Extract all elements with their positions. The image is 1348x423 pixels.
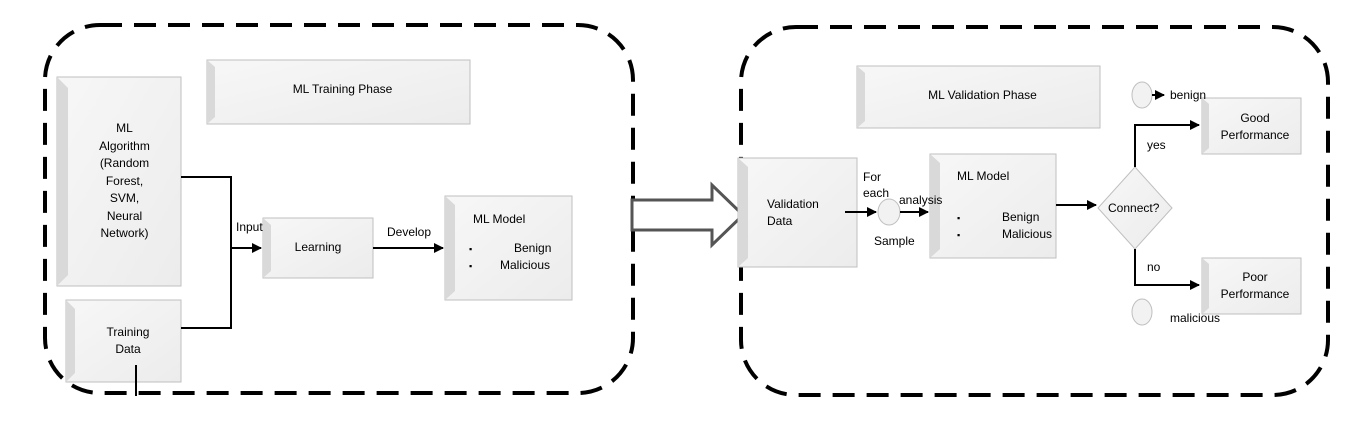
learning-box [262, 217, 374, 279]
validation-model-item-malicious: Malicious [1002, 227, 1053, 241]
algorithm-line: ML [116, 121, 133, 135]
validation-data-line: Validation [767, 197, 819, 211]
yes-arrow [1134, 120, 1200, 167]
for-each-line: each [863, 186, 890, 200]
good-performance-line: Good [1240, 111, 1270, 125]
training-phase-title-box [206, 59, 471, 125]
develop-label: Develop [387, 225, 432, 239]
algorithm-line: Network) [100, 226, 149, 240]
validation-model-bullet-1: ▪ [957, 213, 961, 223]
no-arrow [1134, 249, 1200, 290]
for-each-label: For each [863, 169, 889, 201]
decision-label: Connect? [1108, 201, 1160, 215]
algorithm-line: Neural [106, 208, 143, 223]
good-performance-box [1201, 97, 1302, 155]
benign-node [1131, 81, 1153, 109]
poor-performance-box [1201, 257, 1302, 315]
benign-label: benign [1170, 88, 1207, 102]
validation-data-line: Data [767, 214, 793, 228]
validation-model-item-benign: Benign [1002, 210, 1040, 224]
training-model-item-malicious: Malicious [500, 258, 551, 272]
sample-label: Sample [874, 234, 915, 248]
validation-ml-model-box [929, 153, 1057, 259]
training-data-box [65, 299, 182, 383]
sample-node [877, 198, 901, 226]
ml-algorithm-label: ML Algorithm (Random Forest, SVM, Neural… [68, 120, 181, 243]
learning-label: Learning [294, 240, 342, 254]
good-performance-label: Good Performance [1209, 110, 1301, 144]
input-label: Input [236, 220, 263, 234]
validation-model-bullet-2: ▪ [957, 230, 961, 240]
training-model-title: ML Model [473, 212, 526, 226]
analysis-label: analysis [899, 193, 943, 207]
poor-performance-label: Poor Performance [1209, 269, 1301, 303]
algorithm-line: (Random [99, 156, 150, 170]
poor-performance-line: Poor [1242, 270, 1268, 284]
training-data-line: Training [106, 325, 150, 339]
validation-phase-title: ML Validation Phase [928, 88, 1037, 102]
training-model-bullet-1: ▪ [469, 244, 473, 254]
phase-transition-arrow [630, 181, 746, 249]
training-phase-title: ML Training Phase [292, 82, 393, 96]
malicious-label: malicious [1170, 311, 1221, 325]
training-data-connector [181, 248, 232, 329]
validation-data-label: Validation Data [767, 196, 819, 230]
poor-performance-line: Performance [1220, 287, 1290, 301]
for-each-line: For [863, 170, 881, 184]
good-performance-line: Performance [1220, 128, 1290, 142]
training-model-item-benign: Benign [514, 241, 552, 255]
training-model-bullet-2: ▪ [469, 261, 473, 271]
algorithm-line: SVM, [109, 191, 140, 205]
algorithm-line: Forest, [105, 173, 144, 188]
training-data-line: Data [115, 342, 141, 356]
validation-data-box [737, 157, 858, 268]
no-label: no [1147, 260, 1161, 274]
training-data-label: Training Data [75, 324, 181, 358]
training-ml-model-box [444, 195, 573, 301]
algorithm-connector [181, 176, 232, 248]
malicious-node [1131, 298, 1153, 326]
ml-algorithm-box [56, 76, 182, 287]
algorithm-line: Algorithm [99, 138, 150, 153]
validation-model-title: ML Model [957, 169, 1010, 183]
yes-label: yes [1147, 138, 1166, 152]
validation-phase-title-box [856, 65, 1101, 129]
